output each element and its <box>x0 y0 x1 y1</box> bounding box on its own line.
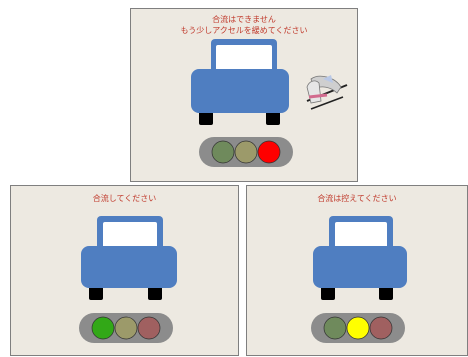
panel-figure <box>191 39 348 167</box>
green-lamp-off <box>323 316 347 340</box>
message-line-1: 合流はできません <box>212 15 276 24</box>
traffic-light-icon <box>79 313 173 343</box>
red-lamp-off <box>369 316 393 340</box>
message: 合流してください <box>92 194 157 203</box>
car-rear-icon <box>81 216 177 300</box>
car-rear-icon <box>191 39 289 125</box>
message: 合流は控えてください <box>317 194 397 203</box>
red-lamp-off <box>137 316 161 340</box>
green-lamp-off <box>211 140 235 164</box>
green-lamp-on <box>91 316 115 340</box>
foot-on-pedal-icon <box>306 75 348 110</box>
panel-cannot-merge: 合流はできません もう少しアクセルを緩めてください <box>130 8 358 182</box>
yellow-lamp-off <box>234 140 258 164</box>
message-line-2: もう少しアクセルを緩めてください <box>180 26 308 35</box>
panel-hold-merge: 合流は控えてください <box>246 185 468 356</box>
panel-merge-now: 合流してください <box>10 185 239 356</box>
red-lamp-on <box>257 140 281 164</box>
yellow-lamp-on <box>346 316 370 340</box>
traffic-light-icon <box>199 137 293 167</box>
panel-figure <box>311 216 407 343</box>
yellow-lamp-off <box>114 316 138 340</box>
panel-figure <box>79 216 177 343</box>
car-rear-icon <box>313 216 407 300</box>
traffic-light-icon <box>311 313 405 343</box>
